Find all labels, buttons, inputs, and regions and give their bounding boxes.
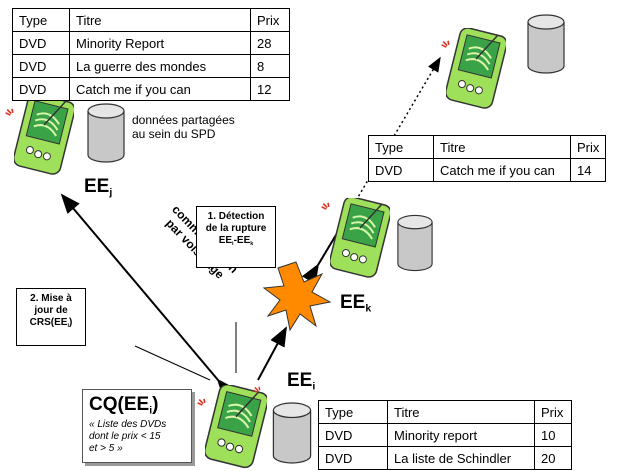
header-titre: Titre <box>69 8 251 32</box>
cell-type: DVD <box>12 77 70 101</box>
label-ee-j-base: EE <box>84 176 110 197</box>
cq-title: CQ(EEi) <box>89 394 159 417</box>
header-titre: Titre <box>387 400 535 424</box>
cell-titre: Catch me if you can <box>69 77 251 101</box>
header-type: Type <box>368 135 434 159</box>
update-line3: CRS(EEi) <box>29 317 73 329</box>
cell-type: DVD <box>318 423 388 447</box>
cell-titre: La liste de Schindler <box>387 446 535 470</box>
table-row: DVD Minority report 10 <box>318 423 572 447</box>
update-line2: jour de <box>34 305 68 316</box>
cell-prix: 14 <box>569 158 607 182</box>
table-top: Type Titre Prix DVD Minority Report 28 D… <box>12 8 290 101</box>
table-row: DVD Minority Report 28 <box>12 31 290 55</box>
table-row: DVD Catch me if you can 12 <box>12 77 290 101</box>
update-line1: 2. Mise à <box>30 293 72 304</box>
shared-data-line2: au sein du SPD <box>132 127 216 141</box>
cell-titre: La guerre des mondes <box>69 54 251 78</box>
cell-titre: Minority Report <box>69 31 251 55</box>
shared-data-line1: données partagées <box>132 113 235 127</box>
cell-titre: Minority report <box>387 423 535 447</box>
table-right: Type Titre Prix DVD Catch me if you can … <box>368 135 607 182</box>
cell-prix: 12 <box>250 77 290 101</box>
table-bottom: Type Titre Prix DVD Minority report 10 D… <box>318 400 572 470</box>
cq-description: « Liste des DVDs dont le prix < 15 et > … <box>83 419 191 455</box>
cell-prix: 8 <box>250 54 290 78</box>
callout-update: 2. Mise à jour de CRS(EEi) <box>16 288 86 346</box>
device-ee-i <box>196 385 312 469</box>
header-type: Type <box>318 400 388 424</box>
device-ee-top-right <box>440 14 565 110</box>
cell-type: DVD <box>318 446 388 470</box>
table-header-row: Type Titre Prix <box>368 135 607 159</box>
continuous-query-box: CQ(EEi) « Liste des DVDs dont le prix < … <box>82 389 192 463</box>
callout-detection: 1. Détection de la rupture EEi-EEk <box>196 206 276 268</box>
table-row: DVD La guerre des mondes 8 <box>12 54 290 78</box>
table-header-row: Type Titre Prix <box>318 400 572 424</box>
label-ee-j: EEj <box>84 176 112 199</box>
cq-desc-line3: et > 5 » <box>89 442 123 454</box>
cq-desc-line1: « Liste des DVDs <box>89 418 167 430</box>
cell-titre: Catch me if you can <box>433 158 571 182</box>
cell-type: DVD <box>12 54 70 78</box>
header-prix: Prix <box>534 400 572 424</box>
header-titre: Titre <box>433 135 571 159</box>
device-ee-k <box>320 198 433 278</box>
table-row: DVD La liste de Schindler 20 <box>318 446 572 470</box>
label-ee-i-sub: i <box>312 381 316 393</box>
label-ee-i: EEi <box>287 370 315 393</box>
label-ee-k-sub: k <box>365 303 372 315</box>
detection-line2: de la rupture <box>205 223 267 234</box>
communication-arrow <box>60 193 236 399</box>
rupture-explosion-icon <box>262 261 332 332</box>
table-header-row: Type Titre Prix <box>12 8 290 32</box>
cell-prix: 10 <box>534 423 572 447</box>
label-ee-k: EEk <box>340 292 371 315</box>
header-type: Type <box>12 8 70 32</box>
table-row: DVD Catch me if you can 14 <box>368 158 607 182</box>
cq-desc-line2: dont le prix < 15 <box>89 430 161 442</box>
label-ee-k-base: EE <box>340 292 366 313</box>
detection-line1: 1. Détection <box>207 211 265 222</box>
label-ee-j-sub: j <box>109 187 113 199</box>
header-prix: Prix <box>250 8 290 32</box>
cell-prix: 28 <box>250 31 290 55</box>
header-prix: Prix <box>569 135 607 159</box>
cell-prix: 20 <box>534 446 572 470</box>
cell-type: DVD <box>368 158 434 182</box>
detection-line3: EEi-EEk <box>218 235 254 247</box>
shared-data-note: données partagées au sein du SPD <box>132 113 235 141</box>
label-ee-i-base: EE <box>287 370 313 391</box>
device-ee-j <box>4 95 125 175</box>
cell-type: DVD <box>12 31 70 55</box>
